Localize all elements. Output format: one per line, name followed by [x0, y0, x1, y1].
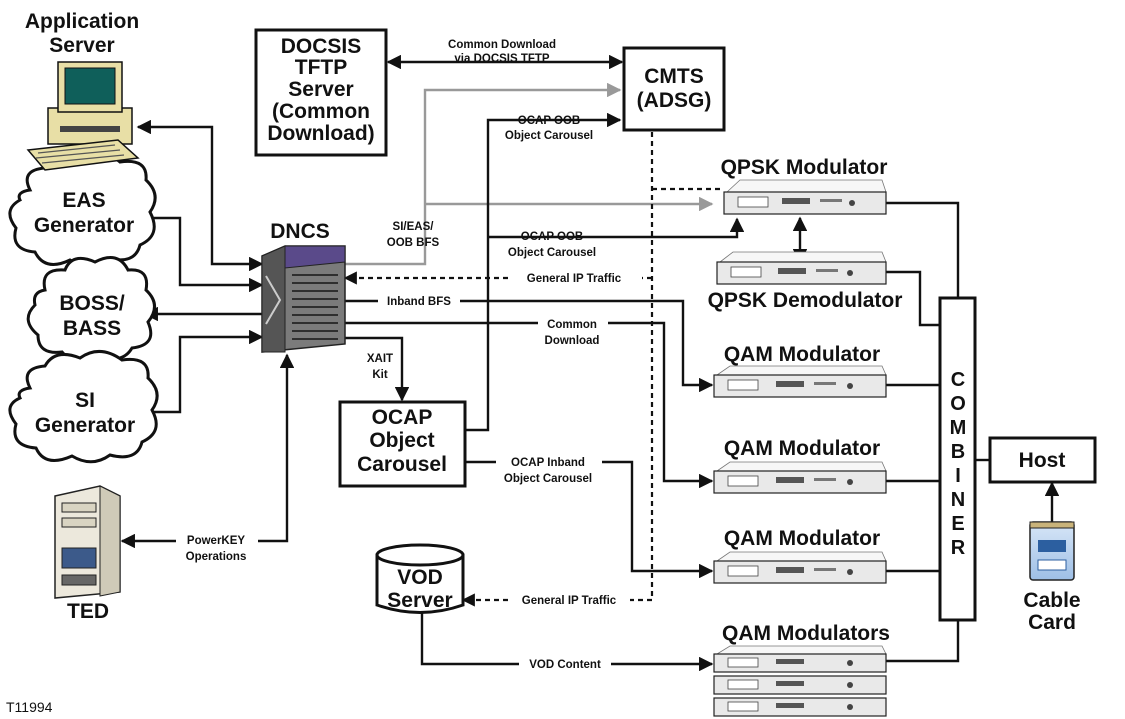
- inband-bfs-link: [345, 301, 712, 385]
- qam-modulators-stack: [714, 646, 886, 716]
- svg-text:R: R: [951, 537, 966, 559]
- label-si-eas-oob-1: SI/EAS/: [393, 221, 435, 233]
- label-xait-kit-2: Kit: [372, 369, 388, 381]
- svg-text:CMTS: CMTS: [644, 65, 704, 88]
- label-xait-kit-1: XAIT: [367, 353, 393, 365]
- label-ocap-oob-top-1: OCAP OOB: [518, 115, 580, 127]
- vod-server-cylinder: VOD Server: [377, 545, 463, 613]
- label-general-ip-bottom: General IP Traffic: [522, 595, 617, 607]
- svg-text:Download): Download): [267, 122, 374, 145]
- host-box: Host: [990, 438, 1095, 482]
- qpsk-mod-combiner-link: [886, 203, 958, 298]
- svg-text:BOSS/: BOSS/: [59, 292, 125, 315]
- ted-tower-icon: [55, 486, 120, 598]
- label-vod-content: VOD Content: [529, 659, 601, 671]
- label-ocap-oob-top-2: Object Carousel: [505, 130, 593, 142]
- qam-modulator-device-1: [714, 366, 886, 397]
- label-ocap-oob-mid-1: OCAP OOB: [521, 231, 583, 243]
- svg-text:Server: Server: [288, 78, 353, 101]
- si-dncs-link: [152, 337, 262, 412]
- svg-text:Generator: Generator: [35, 414, 135, 437]
- qam-modulator-label-1: QAM Modulator: [724, 343, 880, 366]
- label-si-eas-oob-2: OOB BFS: [387, 237, 440, 249]
- vod-content-link: [422, 608, 712, 664]
- qpsk-modulator-device: [724, 180, 886, 214]
- ocap-object-carousel-box: OCAP Object Carousel: [340, 402, 465, 486]
- cmts-box: CMTS (ADSG): [624, 48, 724, 130]
- application-server-computer-icon: [28, 62, 138, 170]
- dncs-server-icon: [262, 246, 345, 352]
- combiner-box: C O M B I N E R: [940, 298, 975, 620]
- cable-card-label-2: Card: [1028, 611, 1076, 634]
- svg-text:DOCSIS: DOCSIS: [281, 35, 362, 58]
- qpsk-modulator-label: QPSK Modulator: [721, 156, 888, 179]
- app-server-dncs-link: [138, 127, 262, 264]
- svg-text:TFTP: TFTP: [295, 56, 348, 79]
- figure-id: T11994: [6, 699, 53, 715]
- label-ocap-oob-mid-2: Object Carousel: [508, 247, 596, 259]
- svg-text:N: N: [951, 489, 965, 511]
- label-common-download-docsis-1: Common Download: [448, 39, 556, 51]
- label-ocap-inband-1: OCAP Inband: [511, 457, 585, 469]
- qam-modulator-device-2: [714, 462, 886, 493]
- qam-modulator-label-2: QAM Modulator: [724, 437, 880, 460]
- application-server-label-2: Server: [49, 34, 114, 57]
- svg-text:(Common: (Common: [272, 100, 370, 123]
- svg-text:Carousel: Carousel: [357, 453, 447, 476]
- si-generator-cloud: SI Generator: [10, 351, 157, 461]
- svg-text:(ADSG): (ADSG): [637, 89, 712, 112]
- svg-text:Generator: Generator: [34, 214, 134, 237]
- label-common-download-docsis-2: via DOCSIS TFTP: [454, 53, 550, 65]
- svg-text:Server: Server: [387, 589, 452, 612]
- label-ocap-inband-2: Object Carousel: [504, 473, 592, 485]
- svg-text:E: E: [951, 513, 964, 535]
- svg-text:VOD: VOD: [397, 566, 443, 589]
- qam-modulators-label: QAM Modulators: [722, 622, 890, 645]
- svg-text:M: M: [950, 417, 967, 439]
- svg-text:EAS: EAS: [62, 189, 105, 212]
- qam-modulator-label-3: QAM Modulator: [724, 527, 880, 550]
- application-server-label-1: Application: [25, 10, 139, 33]
- qam-modulator-device-3: [714, 552, 886, 583]
- label-inband-bfs: Inband BFS: [387, 296, 451, 308]
- label-common-download-1: Common: [547, 319, 597, 331]
- qpsk-demodulator-device: [717, 252, 886, 284]
- label-powerkey-2: Operations: [186, 551, 247, 563]
- svg-text:I: I: [955, 465, 961, 487]
- svg-text:Host: Host: [1019, 449, 1066, 472]
- boss-bass-cloud: BOSS/ BASS: [28, 258, 154, 362]
- svg-text:C: C: [951, 369, 965, 391]
- label-general-ip-top: General IP Traffic: [527, 273, 622, 285]
- label-powerkey-1: PowerKEY: [187, 535, 245, 547]
- qpsk-demodulator-label: QPSK Demodulator: [708, 289, 903, 312]
- svg-text:SI: SI: [75, 389, 95, 412]
- qams-combiner-link: [886, 620, 958, 661]
- svg-text:O: O: [950, 393, 966, 415]
- svg-text:B: B: [951, 441, 965, 463]
- svg-text:BASS: BASS: [63, 317, 121, 340]
- eas-dncs-link: [148, 218, 262, 285]
- ted-label: TED: [67, 600, 109, 623]
- cable-card-icon: [1030, 522, 1074, 580]
- svg-text:Object: Object: [369, 429, 434, 452]
- eas-generator-cloud: EAS Generator: [10, 153, 155, 266]
- docsis-tftp-server: DOCSIS TFTP Server (Common Download): [256, 30, 386, 155]
- svg-text:OCAP: OCAP: [372, 406, 433, 429]
- label-common-download-2: Download: [545, 335, 600, 347]
- dncs-label: DNCS: [270, 220, 330, 243]
- cable-card-label-1: Cable: [1023, 589, 1080, 612]
